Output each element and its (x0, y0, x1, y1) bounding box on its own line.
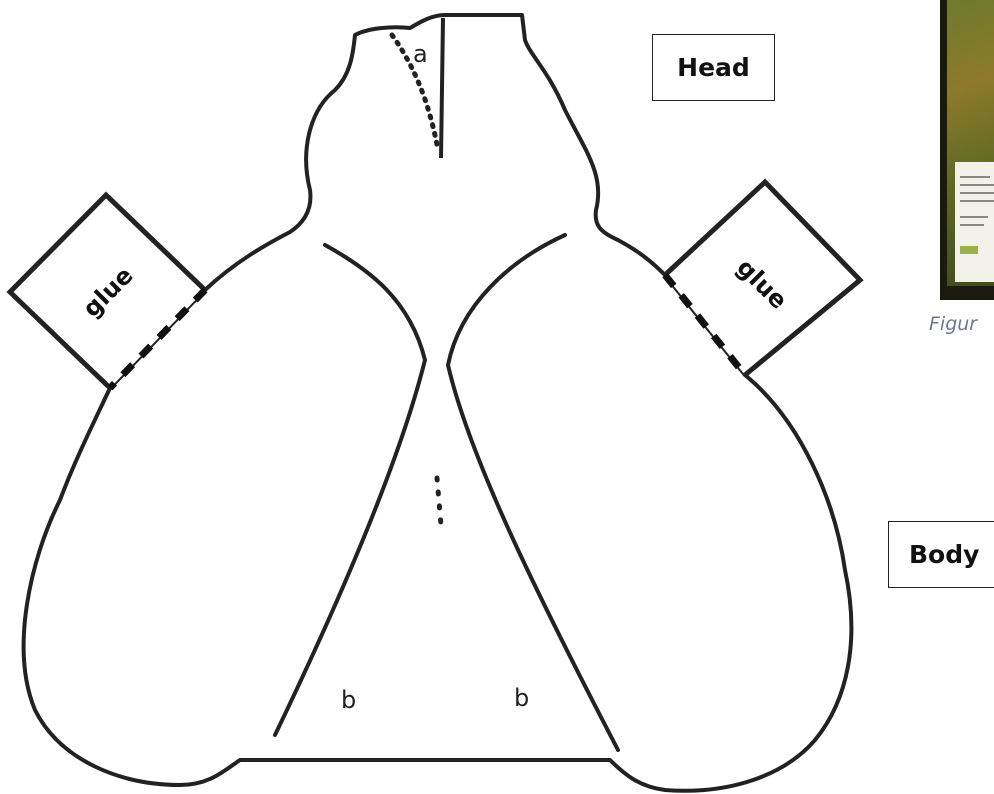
photo-text-line (960, 224, 984, 226)
photo-card (955, 162, 994, 282)
photo-text-line (960, 200, 994, 202)
photo-background (947, 0, 994, 286)
photo-text-line (960, 184, 994, 186)
head-label: Head (677, 53, 750, 82)
photo-text-line (960, 192, 994, 194)
photo-text-line (960, 216, 988, 218)
photo-logo (960, 246, 978, 254)
photo-text-line (960, 176, 990, 178)
fold-label-b-right: b (514, 684, 529, 712)
fold-label-b-left: b (341, 686, 356, 714)
fold-label-a: a (413, 40, 428, 68)
body-label: Body (909, 540, 979, 569)
head-fold-line (441, 18, 443, 158)
body-label-box: Body (888, 521, 994, 588)
figure-caption: Figur (929, 313, 977, 335)
head-label-box: Head (652, 34, 775, 101)
reference-photo (940, 0, 994, 300)
body-outline (24, 15, 852, 791)
